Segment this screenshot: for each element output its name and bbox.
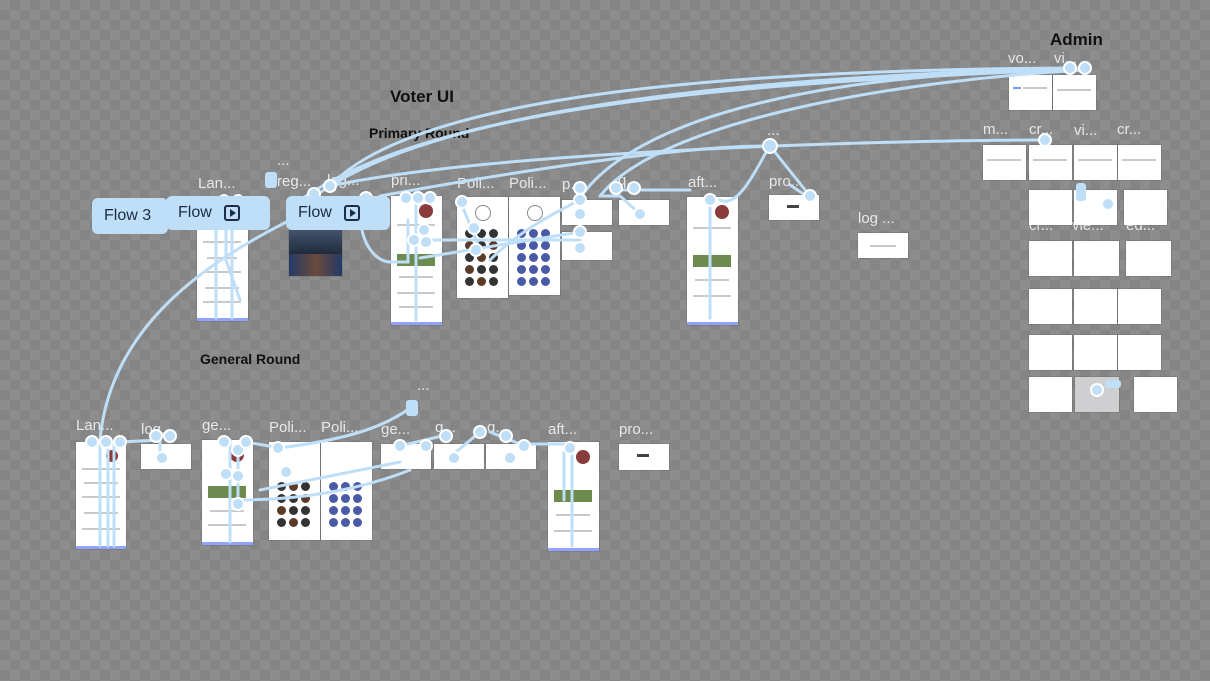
flow-3-label: Flow 3 [104, 207, 152, 224]
frame-label-admin-vi-2: vi... [1074, 122, 1098, 139]
frame-label-log2: log ... [858, 210, 895, 227]
frame-label-politicians-2: Poli... [509, 175, 547, 192]
frame-label-general-q2: q... [487, 419, 508, 436]
frame-label-admin-vo: vo... [1008, 50, 1037, 67]
frame-label-q: q... [618, 172, 639, 189]
admin-row7-frame-1[interactable] [1029, 377, 1072, 412]
general-round-title: General Round [200, 351, 301, 367]
admin-vo-frame[interactable] [1009, 75, 1052, 110]
frame-label-politicians-1: Poli... [457, 175, 495, 192]
frame-label-admin-vi-1: vi... [1054, 50, 1078, 67]
primary-round-title: Primary Round [369, 125, 470, 141]
general-profile-frame[interactable] [619, 444, 669, 470]
admin-row3-frame-1[interactable] [1029, 190, 1072, 225]
admin-row3-frame-2[interactable] [1074, 190, 1117, 225]
frame-label-general-poli-2: Poli... [321, 419, 359, 436]
admin-title: Admin [1050, 30, 1103, 49]
admin-vi2-frame[interactable] [1074, 145, 1117, 180]
flow-a-label: Flow [178, 204, 212, 221]
primary-politicians-2-frame[interactable] [509, 197, 560, 295]
primary-p-frame-bottom[interactable] [562, 232, 612, 260]
frame-label-after: aft... [688, 174, 718, 191]
admin-row7-frame-2[interactable] [1075, 377, 1119, 412]
admin-vie-frame[interactable] [1074, 241, 1119, 276]
frame-label-profile: pro... [769, 173, 804, 190]
play-icon[interactable] [343, 205, 360, 221]
flow-a-tag[interactable]: Flow [166, 196, 270, 230]
admin-m-frame[interactable] [983, 145, 1026, 180]
frame-label-admin-m: m... [983, 121, 1008, 138]
admin-row7-frame-3[interactable] [1134, 377, 1177, 412]
play-icon[interactable] [223, 205, 240, 221]
frame-label-general-ge: ge... [202, 417, 232, 434]
admin-vi-frame[interactable] [1053, 75, 1096, 110]
frame-label-general-profile: pro... [619, 421, 654, 438]
flow-b-tag[interactable]: Flow [286, 196, 390, 230]
general-politicians-1-frame[interactable] [269, 442, 320, 540]
general-after-frame[interactable] [548, 442, 599, 551]
frame-label-general-landing: Lan... [76, 417, 114, 434]
admin-row6-frame-2[interactable] [1074, 335, 1117, 370]
primary-log2-frame[interactable] [858, 233, 908, 258]
general-q2-frame[interactable] [486, 444, 536, 469]
admin-row6-frame-1[interactable] [1029, 335, 1072, 370]
admin-ed-frame[interactable] [1126, 241, 1171, 276]
admin-row5-frame-2[interactable] [1074, 289, 1117, 324]
admin-cr-frame[interactable] [1029, 145, 1072, 180]
admin-cr3-frame[interactable] [1029, 241, 1072, 276]
general-politicians-2-frame[interactable] [321, 442, 372, 540]
frame-label-general-poli-1: Poli... [269, 419, 307, 436]
frame-label-admin-cr-1: cr... [1029, 121, 1054, 138]
primary-profile-frame[interactable] [769, 195, 819, 220]
general-ge2-frame[interactable] [381, 444, 431, 469]
frame-label-general-ge2: ge... [381, 421, 411, 438]
admin-row5-frame-1[interactable] [1029, 289, 1072, 324]
admin-cr2-frame[interactable] [1118, 145, 1161, 180]
primary-politicians-1-frame[interactable] [457, 197, 508, 298]
general-ballot-frame[interactable] [202, 440, 253, 545]
frame-label-p: p... [562, 176, 583, 193]
admin-row5-frame-3[interactable] [1118, 289, 1161, 324]
frame-label-primary-ellipsis: ... [277, 152, 290, 169]
frame-label-landing: Lan... [198, 175, 236, 192]
admin-row3-frame-3[interactable] [1124, 190, 1167, 225]
voter-ui-title: Voter UI [390, 87, 454, 106]
general-login-frame[interactable] [141, 444, 191, 469]
frame-label-general-after: aft... [548, 421, 578, 438]
frame-label-general-ellipsis: ... [417, 377, 430, 394]
primary-ballot-frame[interactable] [391, 196, 442, 325]
frame-label-register: reg... [277, 173, 312, 190]
frame-label-general-login: log... [141, 421, 174, 438]
general-q1-frame[interactable] [434, 444, 484, 469]
primary-p-frame-top[interactable] [562, 200, 612, 225]
frame-label-general-q1: q... [435, 419, 456, 436]
frame-label-mid-ellipsis: ... [767, 122, 780, 139]
flow-3-tag[interactable]: Flow 3 [92, 198, 168, 234]
flow-b-label: Flow [298, 204, 332, 221]
admin-row6-frame-3[interactable] [1118, 335, 1161, 370]
general-landing-frame[interactable] [76, 442, 126, 549]
primary-q-frame[interactable] [619, 200, 669, 225]
primary-after-frame[interactable] [687, 197, 738, 325]
frame-label-login: log... [327, 172, 360, 189]
frame-label-primary: pri... [391, 172, 421, 189]
frame-label-admin-cr-2: cr... [1117, 121, 1142, 138]
